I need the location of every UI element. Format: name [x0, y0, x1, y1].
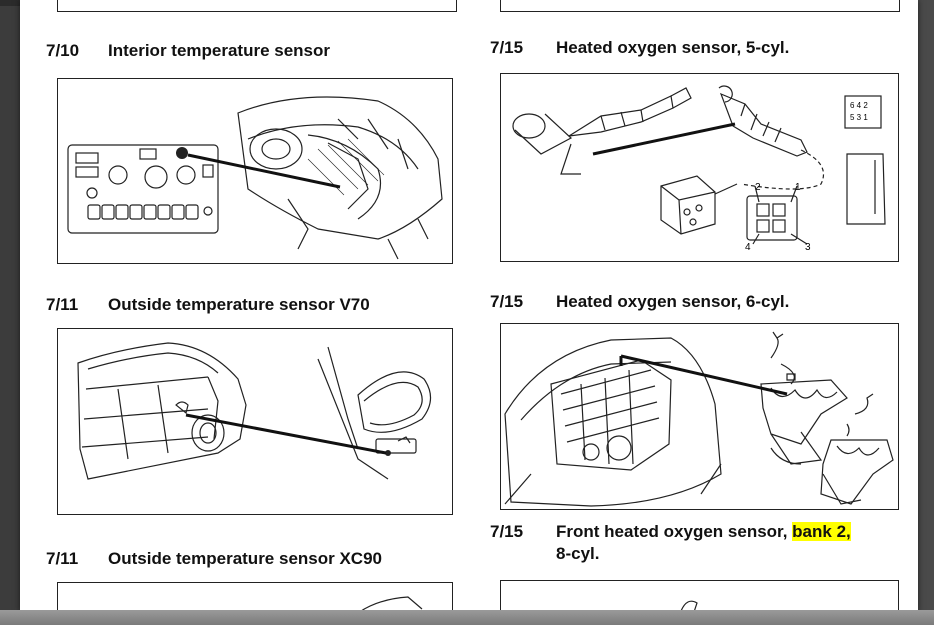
oxygen-sensor-6cyl-illustration: [504, 331, 894, 507]
section-title: Outside temperature sensor XC90: [108, 549, 382, 568]
viewer-right-margin: [918, 0, 934, 612]
section-title: Heated oxygen sensor, 5-cyl.: [556, 38, 790, 57]
viewer-bottom-bar: [0, 610, 934, 625]
figure-front-heated-oxygen-sensor-8cyl: [500, 580, 899, 612]
section-title-prefix: Front heated oxygen sensor,: [556, 522, 793, 541]
oxygen-sensor-8cyl-illustration: [680, 600, 698, 612]
section-number: 7/15: [490, 522, 524, 541]
figure-heated-oxygen-sensor-5cyl: 2 1 4 3 6 4 2 5 3 1: [500, 73, 899, 262]
section-title: Outside temperature sensor V70: [108, 295, 370, 314]
section-heading-7-11-v70: 7/11 Outside temperature sensor V70: [46, 295, 370, 315]
section-title: Interior temperature sensor: [108, 41, 331, 60]
section-number: 7/15: [490, 38, 524, 57]
pin-label-3: 3: [805, 242, 811, 253]
previous-figure-left: [57, 0, 457, 12]
connector-grid-row1: 6 4 2: [850, 101, 868, 110]
interior-sensor-illustration: [67, 96, 443, 260]
section-heading-7-10: 7/10 Interior temperature sensor: [46, 41, 330, 61]
oxygen-sensor-5cyl-illustration: 2 1 4 3 6 4 2 5 3 1: [512, 85, 886, 253]
section-number: 7/10: [46, 41, 80, 60]
section-heading-7-15-6cyl: 7/15 Heated oxygen sensor, 6-cyl.: [490, 292, 789, 312]
figure-outside-temperature-sensor-v70: [57, 328, 453, 515]
figure-interior-temperature-sensor: [57, 78, 453, 264]
outside-sensor-v70-illustration: [77, 342, 432, 480]
pin-label-4: 4: [745, 242, 751, 253]
section-title-line2: 8-cyl.: [556, 544, 600, 563]
section-heading-7-15-5cyl: 7/15 Heated oxygen sensor, 5-cyl.: [490, 38, 789, 58]
section-number: 7/11: [46, 549, 79, 568]
pin-label-1: 1: [795, 182, 801, 193]
section-title: Heated oxygen sensor, 6-cyl.: [556, 292, 790, 311]
pin-label-2: 2: [755, 182, 761, 193]
search-highlight: bank 2,: [792, 522, 851, 541]
figure-outside-temperature-sensor-xc90: [57, 582, 453, 612]
previous-figure-right: [500, 0, 900, 12]
section-number: 7/11: [46, 295, 79, 314]
section-heading-7-11-xc90: 7/11 Outside temperature sensor XC90: [46, 549, 382, 569]
section-number: 7/15: [490, 292, 524, 311]
connector-grid-row2: 5 3 1: [850, 113, 868, 122]
figure-heated-oxygen-sensor-6cyl: [500, 323, 899, 510]
outside-sensor-xc90-illustration: [358, 596, 423, 612]
